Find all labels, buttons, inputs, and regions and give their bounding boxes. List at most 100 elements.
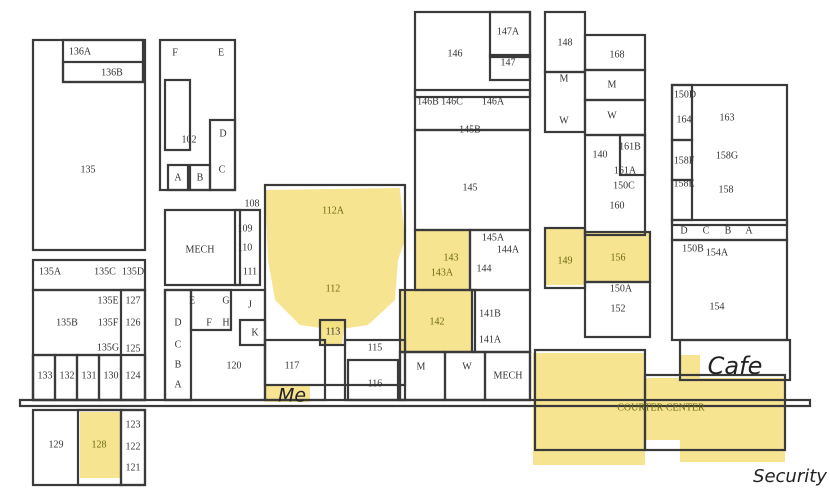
room-label: 158G (716, 150, 738, 161)
wall (233, 208, 262, 287)
room-label: 145B (459, 124, 481, 135)
room-label: 158F (674, 155, 695, 166)
wall (208, 118, 237, 192)
room-label: B (175, 359, 182, 370)
room-label: 146B (417, 96, 439, 107)
room-label: D (680, 225, 687, 236)
room-label: 113 (326, 326, 341, 337)
room-label: 154A (706, 247, 729, 258)
room-label: 158 (719, 184, 734, 195)
handwritten-security: Security (753, 466, 827, 487)
room-label: 131 (82, 370, 97, 381)
room-label: MECH (186, 244, 215, 255)
wall (163, 208, 242, 287)
room-label: 161B (619, 141, 641, 152)
wall (31, 38, 147, 252)
room-label: H (222, 317, 229, 328)
wall (189, 288, 233, 332)
room-label: 127 (126, 295, 141, 306)
wall (643, 373, 787, 452)
room-label: 156 (611, 252, 626, 263)
highlight-area (265, 385, 310, 402)
room-label: 116 (368, 378, 383, 389)
room-label: W (559, 115, 569, 126)
highlight-area (415, 230, 470, 290)
room-label: 110 (238, 242, 253, 253)
room-label: 154 (710, 301, 725, 312)
room-label: 150B (682, 243, 704, 254)
room-label: M (560, 73, 569, 84)
wall (443, 350, 487, 402)
room-label: 124 (126, 370, 141, 381)
room-label: C (703, 225, 710, 236)
walls-layer (18, 10, 812, 487)
room-label: 144A (497, 244, 520, 255)
room-label: 102 (182, 134, 197, 145)
room-label: G (222, 295, 229, 306)
highlight-area (585, 232, 650, 282)
room-label: 144 (477, 263, 492, 274)
room-label: 146C (441, 96, 463, 107)
room-label: M (608, 79, 617, 90)
wall (119, 408, 147, 487)
room-label: 149 (558, 255, 573, 266)
room-label: 145A (482, 232, 505, 243)
room-label: 150C (613, 180, 635, 191)
room-label: C (219, 164, 226, 175)
handwritten-cafe: Cafe (708, 352, 763, 380)
room-label: 117 (285, 360, 300, 371)
room-label: 126 (126, 317, 141, 328)
room-label: 146 (448, 48, 463, 59)
room-label: 168 (610, 49, 625, 60)
wall (618, 133, 647, 177)
room-label: 135D (122, 266, 144, 277)
room-label: 158E (673, 178, 694, 189)
room-label: 161A (614, 165, 637, 176)
highlight-area (545, 228, 585, 285)
room-label: 133 (38, 370, 53, 381)
room-label: 135A (39, 266, 62, 277)
highlight-area (318, 320, 345, 345)
wall (61, 60, 145, 84)
room-label: E (189, 295, 195, 306)
room-label: 109 (238, 223, 253, 234)
highlight-area (80, 412, 120, 478)
room-label: 121 (126, 462, 141, 473)
room-label: 108 (245, 198, 260, 209)
room-label: A (174, 379, 182, 390)
room-label: 123 (126, 419, 141, 430)
room-label: 140 (593, 149, 608, 160)
room-label: F (172, 47, 178, 58)
room-label: 112A (322, 205, 345, 216)
room-label: C (175, 339, 182, 350)
room-label: 150D (674, 89, 696, 100)
room-label: 136B (101, 67, 123, 78)
room-label: 135F (98, 317, 119, 328)
room-label: W (462, 361, 472, 372)
wall (318, 318, 347, 347)
room-label: E (218, 47, 224, 58)
room-label: J (248, 299, 252, 310)
room-label: K (251, 327, 259, 338)
room-label: 115 (368, 342, 383, 353)
room-label: 128 (92, 439, 107, 450)
room-label: 135B (56, 317, 78, 328)
room-label: 143 (444, 252, 459, 263)
wall (583, 133, 647, 237)
highlight-area (400, 290, 472, 352)
wall (670, 238, 789, 342)
room-label: 152 (611, 303, 626, 314)
room-label: 141B (479, 308, 501, 319)
room-label: 164 (677, 114, 692, 125)
wall (166, 163, 190, 192)
wall (18, 398, 812, 408)
handwritten-me: Me (278, 385, 306, 407)
wall (488, 10, 532, 59)
room-label: 125 (126, 343, 141, 354)
highlight-area (265, 188, 405, 330)
room-label: 136A (69, 46, 92, 57)
room-label: 147A (497, 26, 520, 37)
room-label: 135G (97, 342, 119, 353)
